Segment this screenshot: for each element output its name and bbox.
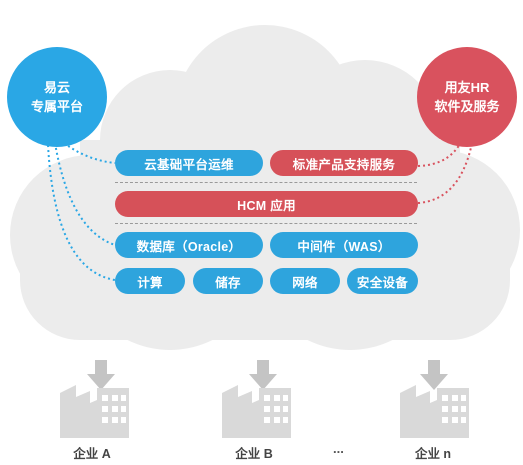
platform-right-node: 用友HR 软件及服务: [417, 47, 517, 147]
service-standard-support: 标准产品支持服务: [270, 150, 418, 176]
service-security: 安全设备: [347, 268, 418, 294]
service-security-label: 安全设备: [356, 275, 409, 290]
platform-left-label: 易云 专属平台: [30, 80, 83, 114]
ellipsis: ...: [333, 441, 344, 456]
service-database-label: 数据库（Oracle）: [136, 239, 242, 254]
company-a-label: 企业 A: [73, 447, 111, 461]
service-storage: 储存: [193, 268, 263, 294]
service-standard-support-label: 标准产品支持服务: [292, 157, 396, 172]
divider: [115, 182, 417, 183]
platform-left-node: 易云 专属平台: [7, 47, 107, 147]
service-compute: 计算: [115, 268, 185, 294]
service-hcm-app: HCM 应用: [115, 191, 418, 217]
company-b-label: 企业 B: [235, 447, 273, 461]
service-network: 网络: [270, 268, 340, 294]
platform-right-label: 用友HR 软件及服务: [434, 80, 500, 114]
service-hcm-app-label: HCM 应用: [237, 198, 296, 213]
service-storage-label: 储存: [215, 275, 241, 290]
service-database: 数据库（Oracle）: [115, 232, 263, 258]
service-compute-label: 计算: [137, 275, 163, 290]
service-cloud-ops-label: 云基础平台运维: [144, 157, 234, 172]
down-arrow-icon: [87, 360, 448, 390]
building-windows: [102, 395, 466, 423]
right-connectors: [417, 139, 473, 204]
service-cloud-ops: 云基础平台运维: [115, 150, 263, 176]
service-middleware: 中间件（WAS）: [270, 232, 418, 258]
divider: [115, 223, 417, 224]
service-network-label: 网络: [292, 275, 318, 290]
service-middleware-label: 中间件（WAS）: [297, 239, 391, 254]
company-n-label: 企业 n: [414, 447, 452, 461]
